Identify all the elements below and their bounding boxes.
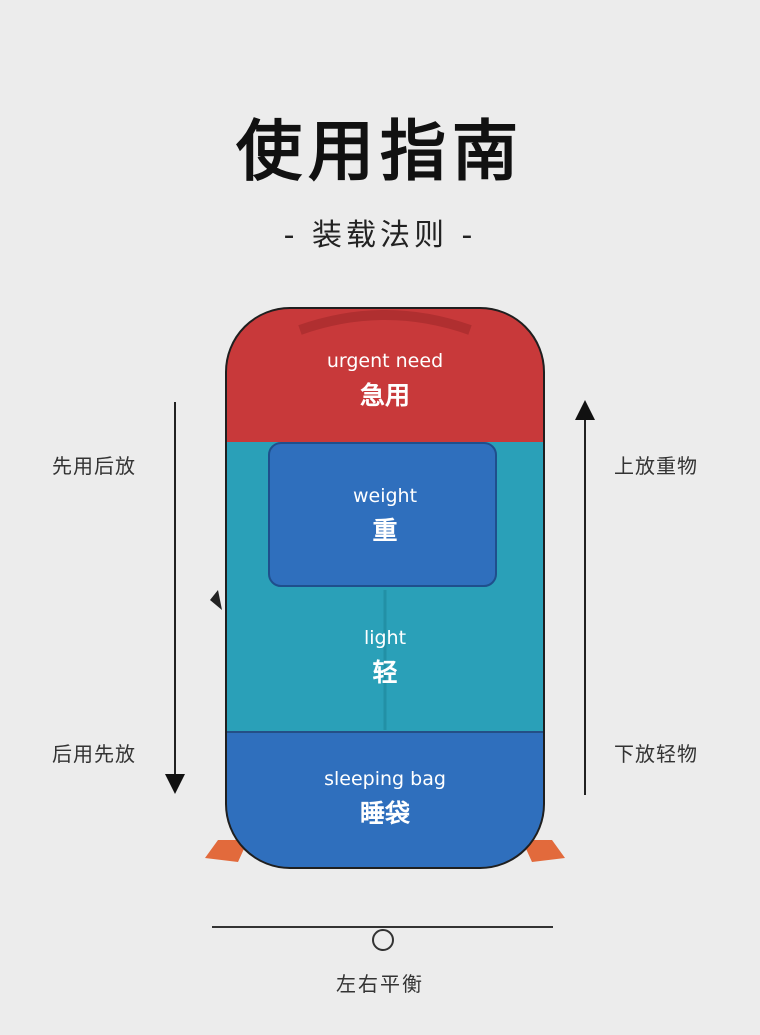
- pack-outline: [225, 307, 545, 869]
- zone-weight: [268, 442, 497, 587]
- page-subtitle: - 装载法则 -: [283, 218, 477, 253]
- zone-label-light: light 轻: [226, 627, 544, 689]
- zone-zh-label: 睡袋: [359, 799, 410, 828]
- up-arrow-icon: [575, 400, 595, 420]
- down-arrow-icon: [165, 774, 185, 794]
- zipper-pull-shape: [210, 590, 222, 610]
- zone-en-label: urgent need: [326, 350, 444, 372]
- zone-en-label: sleeping bag: [324, 768, 446, 790]
- zone-en-label: weight: [352, 485, 418, 507]
- left-label-top: 先用后放: [52, 454, 136, 478]
- balance-circle-icon: [372, 929, 394, 951]
- zone-zh-label: 轻: [372, 658, 398, 687]
- zone-zh-label: 重: [372, 516, 398, 545]
- right-label-top: 上放重物: [614, 454, 698, 478]
- left-label-bottom: 后用先放: [52, 742, 136, 766]
- zone-zh-label: 急用: [359, 381, 410, 410]
- strap-left-shape: [205, 840, 248, 862]
- zone-label-weight: weight 重: [226, 485, 544, 547]
- zone-urgent-need: [226, 308, 544, 442]
- zone-label-sleeping-bag: sleeping bag 睡袋: [226, 768, 544, 830]
- top-handle-shape: [298, 310, 472, 335]
- page-title: 使用指南: [236, 113, 524, 190]
- balance-label: 左右平衡: [336, 972, 424, 996]
- zone-sleeping-bag: [226, 732, 544, 868]
- zone-label-urgent: urgent need 急用: [226, 350, 544, 412]
- right-label-bottom: 下放轻物: [614, 742, 698, 766]
- strap-right-shape: [522, 840, 565, 862]
- zone-en-label: light: [363, 627, 407, 649]
